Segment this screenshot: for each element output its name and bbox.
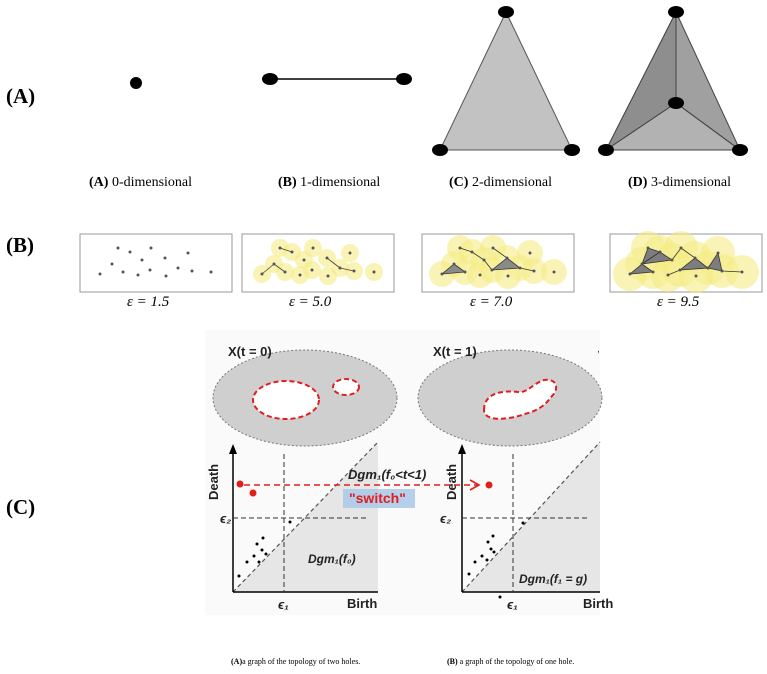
switch-arrow xyxy=(244,479,481,491)
filtration-panel-4 xyxy=(609,231,763,293)
left-title: X(t = 0) xyxy=(228,344,272,359)
switch-label: "switch" xyxy=(349,490,406,506)
right-eps2: ϵ₂ xyxy=(440,511,451,526)
left-axis-birth: Birth xyxy=(347,596,377,611)
simplices-figure xyxy=(130,6,748,156)
epsilon-label-1: ε = 1.5 xyxy=(127,294,170,310)
right-dgm-label: Dgm₁(f₁ = g) xyxy=(519,572,587,586)
caption-0d: (A) 0-dimensional xyxy=(89,175,193,190)
hole-small xyxy=(332,378,360,396)
right-title: X(t = 1) xyxy=(433,344,477,359)
persistence-figure: X(t = 0) X(t = 1) Death Birth ϵ₂ ϵ₁ Dgm₁… xyxy=(205,330,613,615)
hole-large xyxy=(252,380,320,420)
left-dgm-label: Dgm₁(f₀) xyxy=(308,552,356,566)
left-axis-death: Death xyxy=(206,464,221,500)
caption-two-holes: (A)a graph of the topology of two holes. xyxy=(231,657,361,666)
right-axis-death: Death xyxy=(444,464,459,500)
caption-3d: (D) 3-dimensional xyxy=(628,175,732,190)
epsilon-label-4: ε = 9.5 xyxy=(657,294,700,310)
filtration-panel-1 xyxy=(79,233,233,293)
hole-merged xyxy=(482,378,558,420)
disc-left xyxy=(212,349,398,447)
vertex-0d xyxy=(130,77,142,89)
caption-one-hole: (B) a graph of the topology of one hole. xyxy=(447,657,575,666)
simplex-1d xyxy=(262,73,412,85)
row-label-c: (C) xyxy=(6,495,36,519)
epsilon-label-2: ε = 5.0 xyxy=(289,294,332,310)
filtration-panel-3 xyxy=(421,233,575,293)
filtration-figure xyxy=(79,231,763,293)
stray-mark: , xyxy=(597,344,600,355)
filtration-panel-2 xyxy=(241,233,395,293)
left-eps2: ϵ₂ xyxy=(220,511,231,526)
simplex-3d xyxy=(598,6,748,156)
right-axis-birth: Birth xyxy=(583,596,613,611)
caption-1d: (B) 1-dimensional xyxy=(278,175,381,190)
row-label-a: (A) xyxy=(6,84,36,108)
row-label-b: (B) xyxy=(6,233,34,257)
simplex-2d xyxy=(432,6,580,156)
diagram-right xyxy=(458,441,601,599)
switch-box xyxy=(343,489,415,508)
mid-dgm-label: Dgm₁(f₀<t<1) xyxy=(348,467,426,482)
right-eps1: ϵ₁ xyxy=(507,597,518,612)
diagram-left xyxy=(229,441,379,593)
caption-2d: (C) 2-dimensional xyxy=(449,175,553,190)
disc-right xyxy=(417,349,603,447)
epsilon-label-3: ε = 7.0 xyxy=(470,294,513,310)
left-eps1: ϵ₁ xyxy=(278,597,289,612)
